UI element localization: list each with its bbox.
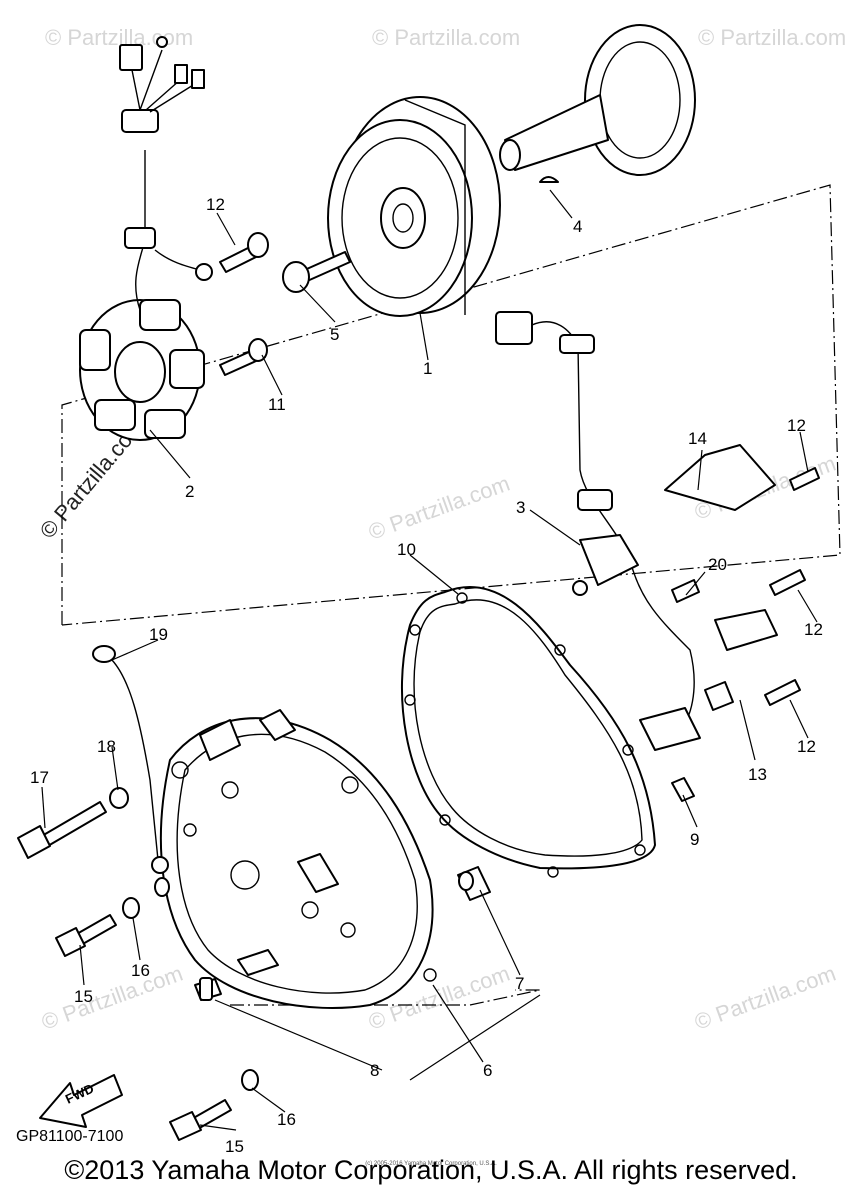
callout-13: 13 [748,765,767,784]
watermark: © Partzilla.com [45,25,193,50]
diagram-code: GP81100-7100 [16,1128,124,1145]
dowels [457,777,695,901]
copyright-footer: ©2013 Yamaha Motor Corporation, U.S.A. A… [64,1155,798,1185]
callout-20: 20 [708,555,727,574]
watermark: © Partzilla.com [38,961,186,1035]
callout-12d: 12 [797,737,816,756]
watermark: © Partzilla.com [698,25,846,50]
callout-11: 11 [268,395,286,414]
flywheel-shaft [499,24,696,183]
callout-3: 3 [516,498,525,517]
callout-12b: 12 [787,416,806,435]
callout-8: 8 [370,1061,379,1080]
fwd-arrow-icon: FWD [39,1074,123,1128]
pulser-assembly [495,311,820,751]
callout-5: 5 [330,325,339,344]
crankcase-cover [159,709,437,1009]
watermark: © Partzilla.com [372,25,520,50]
callout-19: 19 [149,625,168,644]
callout-9: 9 [690,830,699,849]
callout-12a: 12 [206,195,225,214]
watermark: © Partzilla.com [691,961,839,1035]
lead-wire [92,645,169,874]
flywheel [327,96,501,317]
callouts: 1 2 3 4 5 6 7 8 9 10 11 12 12 12 12 13 1… [30,195,823,1156]
callout-6: 6 [483,1061,492,1080]
gasket [400,586,656,878]
callout-14: 14 [688,429,707,448]
callout-15a: 15 [74,987,93,1006]
callout-7: 7 [515,974,524,993]
watermark: © Partzilla.com [365,471,513,545]
bolts-lower [17,787,259,1141]
bolts-upper [219,232,351,376]
callout-1: 1 [423,359,432,378]
callout-17: 17 [30,768,49,787]
small-credit: (c) 2005-2016 Yamaha Motor Corporation, … [365,1161,497,1167]
callout-4: 4 [573,217,582,236]
callout-16b: 16 [277,1110,296,1129]
callout-12c: 12 [804,620,823,639]
callout-2: 2 [185,482,194,501]
callout-16a: 16 [131,961,150,980]
leader-lines [41,189,818,1131]
callout-10: 10 [397,540,416,559]
callout-15b: 15 [225,1137,244,1156]
stator [79,36,213,441]
callout-18: 18 [97,737,116,756]
